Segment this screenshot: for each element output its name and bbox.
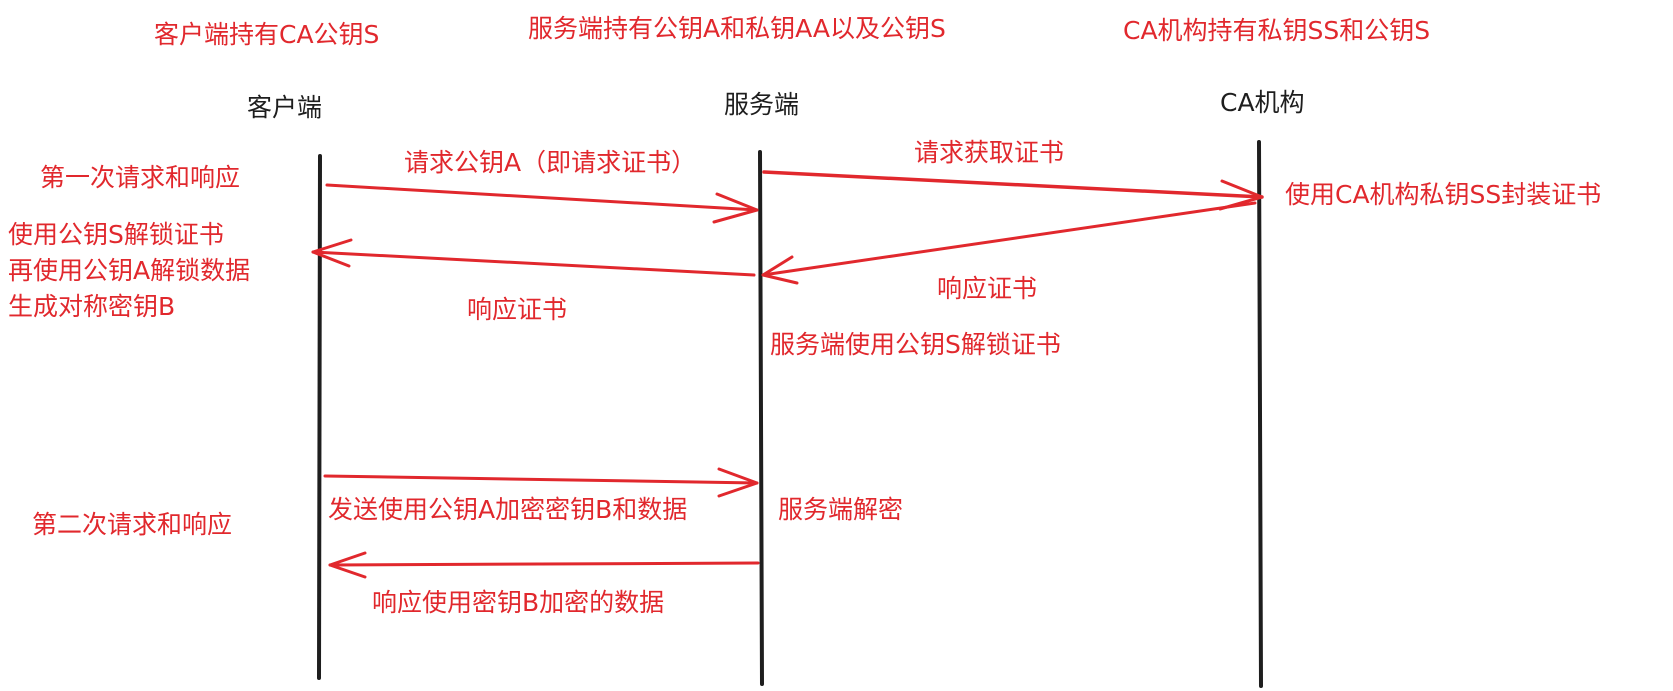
arrowhead-send-encrypted	[717, 467, 759, 498]
server-holds-note: 服务端持有公钥A和私钥AA以及公钥S	[528, 14, 946, 43]
arrowhead-response-encrypted	[328, 551, 367, 579]
request-cert-label: 请求获取证书	[914, 138, 1065, 167]
request-pubkey-label: 请求公钥A（即请求证书）	[404, 148, 697, 177]
server-title: 服务端	[724, 90, 800, 119]
server-decrypt-note: 服务端解密	[778, 495, 904, 524]
ca-lifeline	[1257, 140, 1263, 688]
arrow-request-cert	[762, 170, 1264, 199]
ca-holds-note: CA机构持有私钥SS和公钥S	[1123, 16, 1431, 45]
client-title: 客户端	[247, 93, 323, 122]
server-verify-note: 服务端使用公钥S解锁证书	[770, 330, 1061, 359]
arrow-send-encrypted	[323, 474, 759, 485]
arrowhead-server-response-cert	[311, 238, 353, 268]
client-lifeline	[317, 154, 322, 680]
client-step-3: 生成对称密钥B	[8, 292, 176, 321]
ca-response-cert-label: 响应证书	[937, 274, 1038, 303]
client-holds-note: 客户端持有CA公钥S	[154, 20, 380, 49]
server-response-cert-label: 响应证书	[467, 295, 568, 324]
client-step-2: 再使用公钥A解锁数据	[8, 256, 251, 285]
response-encrypted-label: 响应使用密钥B加密的数据	[372, 588, 665, 617]
first-phase-label: 第一次请求和响应	[40, 163, 241, 192]
second-phase-label: 第二次请求和响应	[32, 510, 233, 539]
arrow-request-pubkey	[325, 183, 759, 212]
arrow-server-response-cert	[311, 250, 756, 277]
client-step-1: 使用公钥S解锁证书	[8, 220, 224, 249]
ca-sign-note: 使用CA机构私钥SS封装证书	[1285, 180, 1602, 209]
server-lifeline	[758, 150, 764, 686]
send-encrypted-label: 发送使用公钥A加密密钥B和数据	[328, 495, 688, 524]
ca-title: CA机构	[1220, 88, 1305, 117]
arrowhead-request-pubkey	[712, 192, 759, 224]
arrow-response-encrypted	[328, 561, 760, 567]
arrow-ca-response-cert	[761, 201, 1257, 277]
client-steps-note: 使用公钥S解锁证书 再使用公钥A解锁数据 生成对称密钥B	[8, 222, 250, 330]
arrowhead-ca-response-cert	[761, 255, 799, 285]
